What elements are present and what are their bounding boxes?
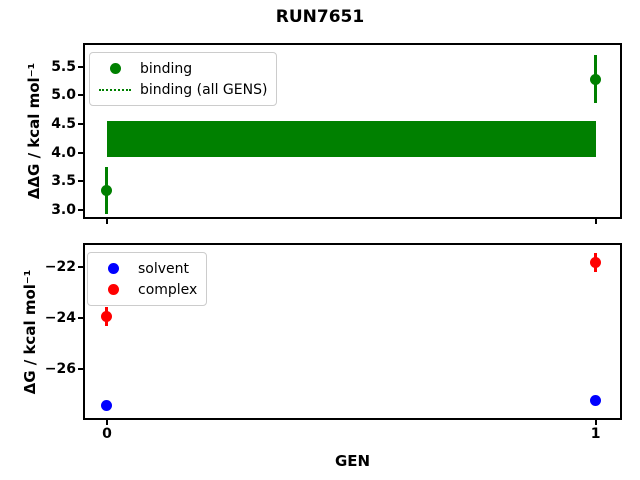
solvent-point — [101, 400, 113, 412]
x-axis-label: GEN — [334, 452, 371, 470]
y-tick-mark — [78, 123, 83, 126]
dotted-line-icon — [97, 88, 133, 91]
ddg-plot-area: 5.5 5.0 4.5 4.0 3.5 3.0 — [51, 45, 620, 224]
y-tick-mark — [78, 265, 83, 268]
x-tick-label: 1 — [590, 426, 601, 442]
binding-point — [590, 73, 602, 85]
x-tick-label: 0 — [102, 426, 112, 442]
y-tick-label: 3.0 — [51, 202, 76, 219]
y-tick-mark — [78, 367, 83, 370]
figure-title: RUN7651 — [275, 7, 365, 27]
complex-point — [101, 311, 113, 323]
dg-plot-area: −22 −24 −26 0 1 — [45, 245, 620, 442]
y-tick-mark — [78, 209, 83, 212]
ddg-ylabel: ΔΔG / kcal mol⁻¹ — [25, 62, 43, 200]
y-tick-label: 5.5 — [51, 58, 76, 75]
y-tick-mark — [78, 65, 83, 68]
y-tick-label: 4.0 — [51, 144, 76, 161]
y-tick-label: 5.0 — [51, 87, 76, 104]
legend-entry-solvent: solvent — [95, 258, 197, 279]
y-tick-mark — [78, 316, 83, 319]
legend-entry-binding: binding — [97, 58, 267, 79]
y-tick-label: 3.5 — [51, 173, 76, 190]
dg-legend: solvent complex — [87, 252, 208, 306]
ddg-axes: 5.5 5.0 4.5 4.0 3.5 3.0 ΔΔG / kcal mol⁻¹ bind… — [25, 43, 622, 224]
complex-marker-icon — [95, 284, 131, 295]
complex-point — [590, 257, 602, 269]
y-tick-mark — [78, 180, 83, 183]
dg-axes: −22 −24 −26 0 1 ΔG / kcal mol⁻¹ solvent comp… — [21, 243, 622, 442]
y-tick-mark — [78, 94, 83, 97]
legend-label-binding: binding — [140, 60, 193, 77]
legend-label-solvent: solvent — [138, 260, 190, 277]
dg-ylabel: ΔG / kcal mol⁻¹ — [21, 269, 39, 394]
y-tick-label: −24 — [44, 309, 76, 326]
y-tick-mark — [78, 151, 83, 154]
binding-point — [101, 184, 113, 196]
solvent-point — [590, 395, 602, 407]
binding-marker-icon — [97, 63, 133, 74]
legend-entry-binding-all-gens: binding (all GENS) — [97, 79, 267, 100]
x-tick-mark — [594, 219, 597, 224]
y-tick-label: −22 — [44, 258, 76, 275]
binding-all-gens-band — [106, 121, 596, 157]
x-tick-mark — [105, 219, 108, 224]
x-tick-mark — [105, 420, 108, 425]
ddg-legend: binding binding (all GENS) — [89, 52, 278, 106]
solvent-marker-icon — [95, 263, 131, 274]
legend-label-binding-all-gens: binding (all GENS) — [140, 81, 268, 98]
legend-label-complex: complex — [138, 281, 198, 298]
y-tick-label: 4.5 — [51, 116, 76, 133]
legend-entry-complex: complex — [95, 279, 197, 300]
x-tick-mark — [594, 420, 597, 425]
y-tick-label: −26 — [44, 360, 76, 377]
